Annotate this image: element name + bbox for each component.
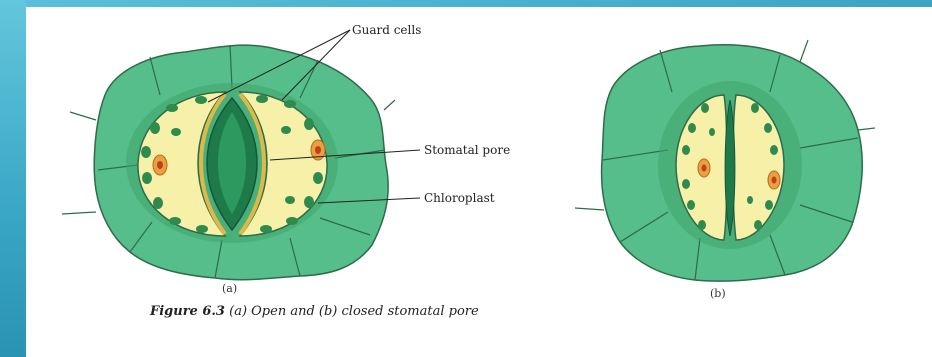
label-guard-cells: Guard cells <box>352 23 421 37</box>
figure-caption-text: (a) Open and (b) closed stomatal pore <box>229 304 479 319</box>
figure-number: Figure 6.3 <box>150 304 225 319</box>
label-panel-b: (b) <box>710 287 726 300</box>
label-panel-a: (a) <box>222 282 237 295</box>
figure-caption: Figure 6.3 (a) Open and (b) closed stoma… <box>150 304 850 319</box>
label-stomatal-pore: Stomatal pore <box>424 143 510 157</box>
label-chloroplast: Chloroplast <box>424 191 495 205</box>
panel-a-open-stoma <box>62 45 395 280</box>
panel-b-closed-stoma <box>575 40 875 281</box>
